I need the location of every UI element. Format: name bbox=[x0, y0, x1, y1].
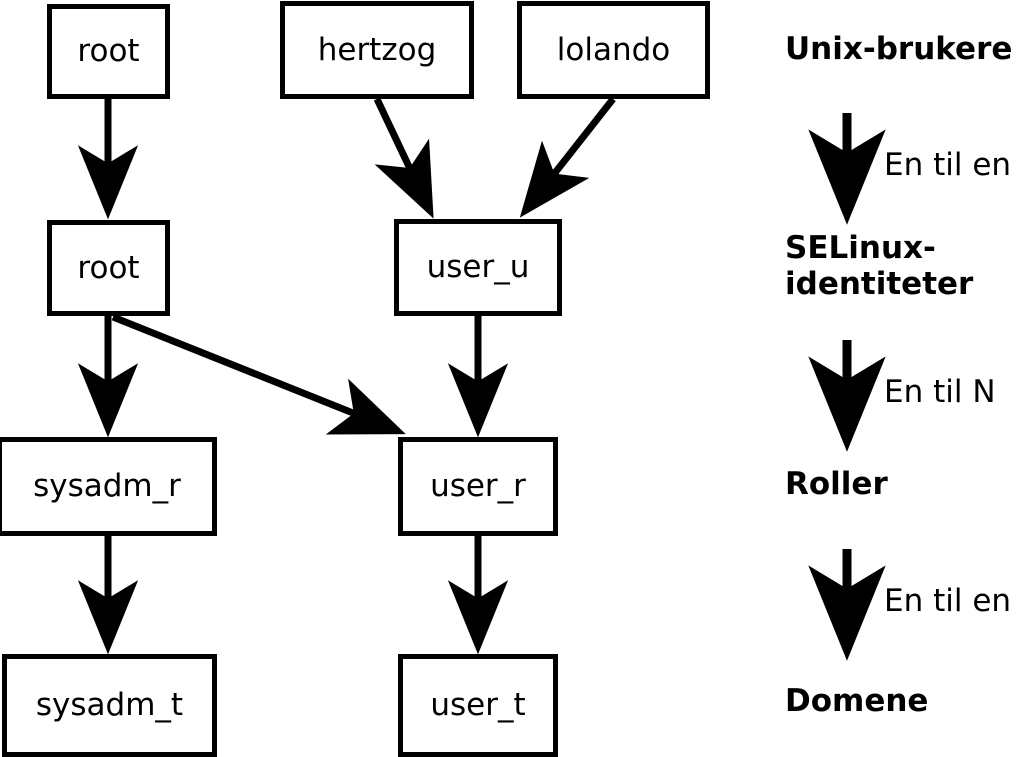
node-role-user-r[interactable]: user_r bbox=[398, 437, 558, 536]
node-domain-sysadm-t[interactable]: sysadm_t bbox=[2, 654, 217, 757]
legend-level-domene: Domene bbox=[785, 683, 929, 719]
node-label: root bbox=[77, 33, 140, 69]
node-label: user_r bbox=[430, 468, 526, 504]
legend-arrow-label-one-to-n: En til N bbox=[884, 374, 996, 410]
node-unix-user-lolando[interactable]: lolando bbox=[517, 1, 710, 99]
node-label: root bbox=[77, 249, 140, 286]
node-unix-user-hertzog[interactable]: hertzog bbox=[280, 1, 474, 99]
legend-arrow-label-one-to-one-bottom: En til en bbox=[884, 583, 1012, 619]
node-selinux-identity-root[interactable]: root bbox=[47, 220, 170, 316]
node-label: hertzog bbox=[317, 31, 437, 68]
node-selinux-identity-user-u[interactable]: user_u bbox=[394, 219, 562, 316]
legend-arrow-label-one-to-one-top: En til en bbox=[884, 147, 1012, 183]
node-label: sysadm_r bbox=[33, 468, 181, 504]
node-domain-user-t[interactable]: user_t bbox=[398, 654, 558, 757]
node-label: user_u bbox=[426, 249, 530, 285]
node-label: user_t bbox=[430, 687, 526, 723]
node-role-sysadm-r[interactable]: sysadm_r bbox=[0, 437, 217, 536]
edge-selroot-to-userr bbox=[111, 313, 406, 435]
edge-hertzog-to-useru bbox=[373, 97, 434, 219]
node-label: sysadm_t bbox=[35, 687, 184, 723]
legend-level-unix-brukere: Unix-brukere bbox=[785, 31, 1013, 67]
node-unix-user-root[interactable]: root bbox=[47, 4, 170, 99]
legend-level-selinux-identiteter: SELinux- identiteter bbox=[785, 230, 974, 302]
legend-level-roller: Roller bbox=[785, 466, 888, 502]
node-label: lolando bbox=[556, 31, 671, 68]
edge-lolando-to-useru bbox=[519, 96, 616, 218]
